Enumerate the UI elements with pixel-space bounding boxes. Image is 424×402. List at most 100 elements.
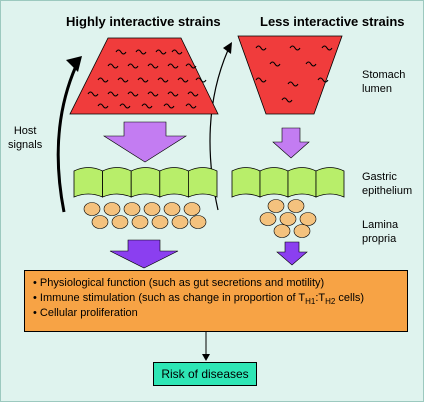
- lamina-propria-line-1: Lamina: [362, 219, 399, 231]
- effect-item-text-end: cells): [335, 292, 365, 304]
- bacterium-squiggle: [287, 81, 299, 87]
- bacterium-squiggle: [147, 91, 159, 97]
- left-signal-arrow: [102, 121, 188, 163]
- bullet: •: [33, 292, 37, 304]
- immune-cell: [273, 224, 291, 238]
- epithelial-cell: [315, 167, 345, 198]
- bacterium-squiggle: [167, 63, 179, 69]
- immune-cell: [171, 215, 189, 229]
- right-effect-arrow: [276, 241, 308, 266]
- immune-cell: [91, 215, 109, 229]
- immune-cell: [259, 212, 277, 226]
- right-gastric-epithelium: [231, 167, 345, 198]
- bacterium-squiggle: [289, 45, 301, 51]
- immune-cell: [163, 202, 181, 216]
- bacterium-squiggle: [107, 63, 119, 69]
- right-signal-arrow: [272, 127, 310, 159]
- stomach-lumen-line-2: lumen: [362, 83, 392, 95]
- left-strain-title: Highly interactive strains: [66, 14, 221, 29]
- left-bacteria-trapezoid: [69, 37, 219, 115]
- effect-item-physiological: • Physiological function (such as gut se…: [33, 276, 399, 291]
- right-lamina-propria-cells: [259, 199, 317, 238]
- lamina-propria-label: Lamina propria: [362, 218, 398, 246]
- bacterium-squiggle: [281, 97, 293, 103]
- bacterium-squiggle: [255, 77, 267, 83]
- immune-cell: [83, 202, 101, 216]
- epithelial-cell: [259, 167, 289, 198]
- risk-of-diseases-box: Risk of diseases: [153, 362, 257, 386]
- left-bacteria-squiggles: [87, 49, 207, 109]
- epithelial-cell: [130, 167, 161, 198]
- bacterium-squiggle: [163, 103, 175, 109]
- bacterium-squiggle: [127, 91, 139, 97]
- lamina-propria-line-2: propria: [362, 233, 397, 245]
- bacterium-squiggle: [115, 49, 127, 55]
- epithelial-cell: [73, 167, 103, 198]
- bacterium-squiggle: [117, 77, 129, 83]
- bacterium-squiggle: [107, 91, 119, 97]
- bacterium-squiggle: [167, 91, 179, 97]
- weak-signals-arrowhead: [223, 42, 232, 54]
- gastric-epithelium-line-1: Gastric: [362, 171, 397, 183]
- bacterium-squiggle: [147, 63, 159, 69]
- bacterium-squiggle: [187, 91, 199, 97]
- immune-cell: [111, 215, 129, 229]
- bacterium-squiggle: [157, 77, 169, 83]
- bacterium-squiggle: [185, 103, 197, 109]
- bacterium-squiggle: [97, 77, 109, 83]
- host-signals-label: Host signals: [8, 124, 42, 152]
- immune-cell: [287, 199, 305, 213]
- bacterium-squiggle: [135, 49, 147, 55]
- immune-cell: [267, 199, 285, 213]
- immune-cell: [123, 202, 141, 216]
- immune-cell: [151, 215, 169, 229]
- left-effect-arrow: [109, 239, 179, 269]
- effect-item-text: Immune stimulation (such as change in pr…: [39, 292, 306, 304]
- bacterium-squiggle: [155, 49, 167, 55]
- bullet: •: [33, 307, 37, 319]
- bacterium-squiggle: [137, 77, 149, 83]
- immune-cell: [293, 224, 311, 238]
- immune-cell: [143, 202, 161, 216]
- immune-cell: [279, 212, 297, 226]
- gastric-epithelium-label: Gastric epithelium: [362, 170, 412, 198]
- effect-item-text-mid: :T: [315, 292, 326, 304]
- epithelial-cell: [287, 167, 317, 198]
- bacterium-squiggle: [177, 77, 189, 83]
- th2-subscript: H2: [325, 297, 336, 307]
- stomach-lumen-line-1: Stomach: [362, 69, 406, 81]
- th1-subscript: H1: [305, 297, 316, 307]
- effect-item-text: Cellular proliferation: [39, 307, 138, 319]
- bacterium-squiggle: [119, 103, 131, 109]
- left-gastric-epithelium: [73, 167, 218, 198]
- bacterium-squiggle: [305, 61, 317, 67]
- bacterium-squiggle: [127, 63, 139, 69]
- immune-cell: [103, 202, 121, 216]
- epithelial-cell: [159, 167, 189, 198]
- bullet: •: [33, 277, 37, 289]
- host-signals-arrowhead: [66, 56, 82, 72]
- effect-item-proliferation: • Cellular proliferation: [33, 306, 399, 321]
- left-lamina-propria-cells: [83, 202, 207, 229]
- bacterium-squiggle: [195, 77, 207, 83]
- immune-cell: [189, 215, 207, 229]
- host-signals-line-1: Host: [13, 125, 37, 137]
- stomach-lumen-label: Stomach lumen: [362, 68, 405, 96]
- bacterium-squiggle: [255, 45, 267, 51]
- host-signals-line-2: signals: [8, 139, 43, 151]
- gastric-epithelium-line-2: epithelium: [362, 185, 413, 197]
- effect-item-immune: • Immune stimulation (such as change in …: [33, 291, 399, 306]
- bacterium-squiggle: [87, 91, 99, 97]
- bacterium-squiggle: [185, 63, 197, 69]
- immune-cell: [183, 202, 201, 216]
- bacterium-squiggle: [321, 45, 333, 51]
- epithelial-cell: [231, 167, 261, 198]
- epithelial-cell: [102, 167, 132, 198]
- risk-connector-arrowhead: [202, 354, 210, 361]
- bacterium-squiggle: [141, 103, 153, 109]
- immune-cell: [299, 212, 317, 226]
- host-signals-arrow: [56, 65, 78, 213]
- epithelial-cell: [188, 167, 218, 198]
